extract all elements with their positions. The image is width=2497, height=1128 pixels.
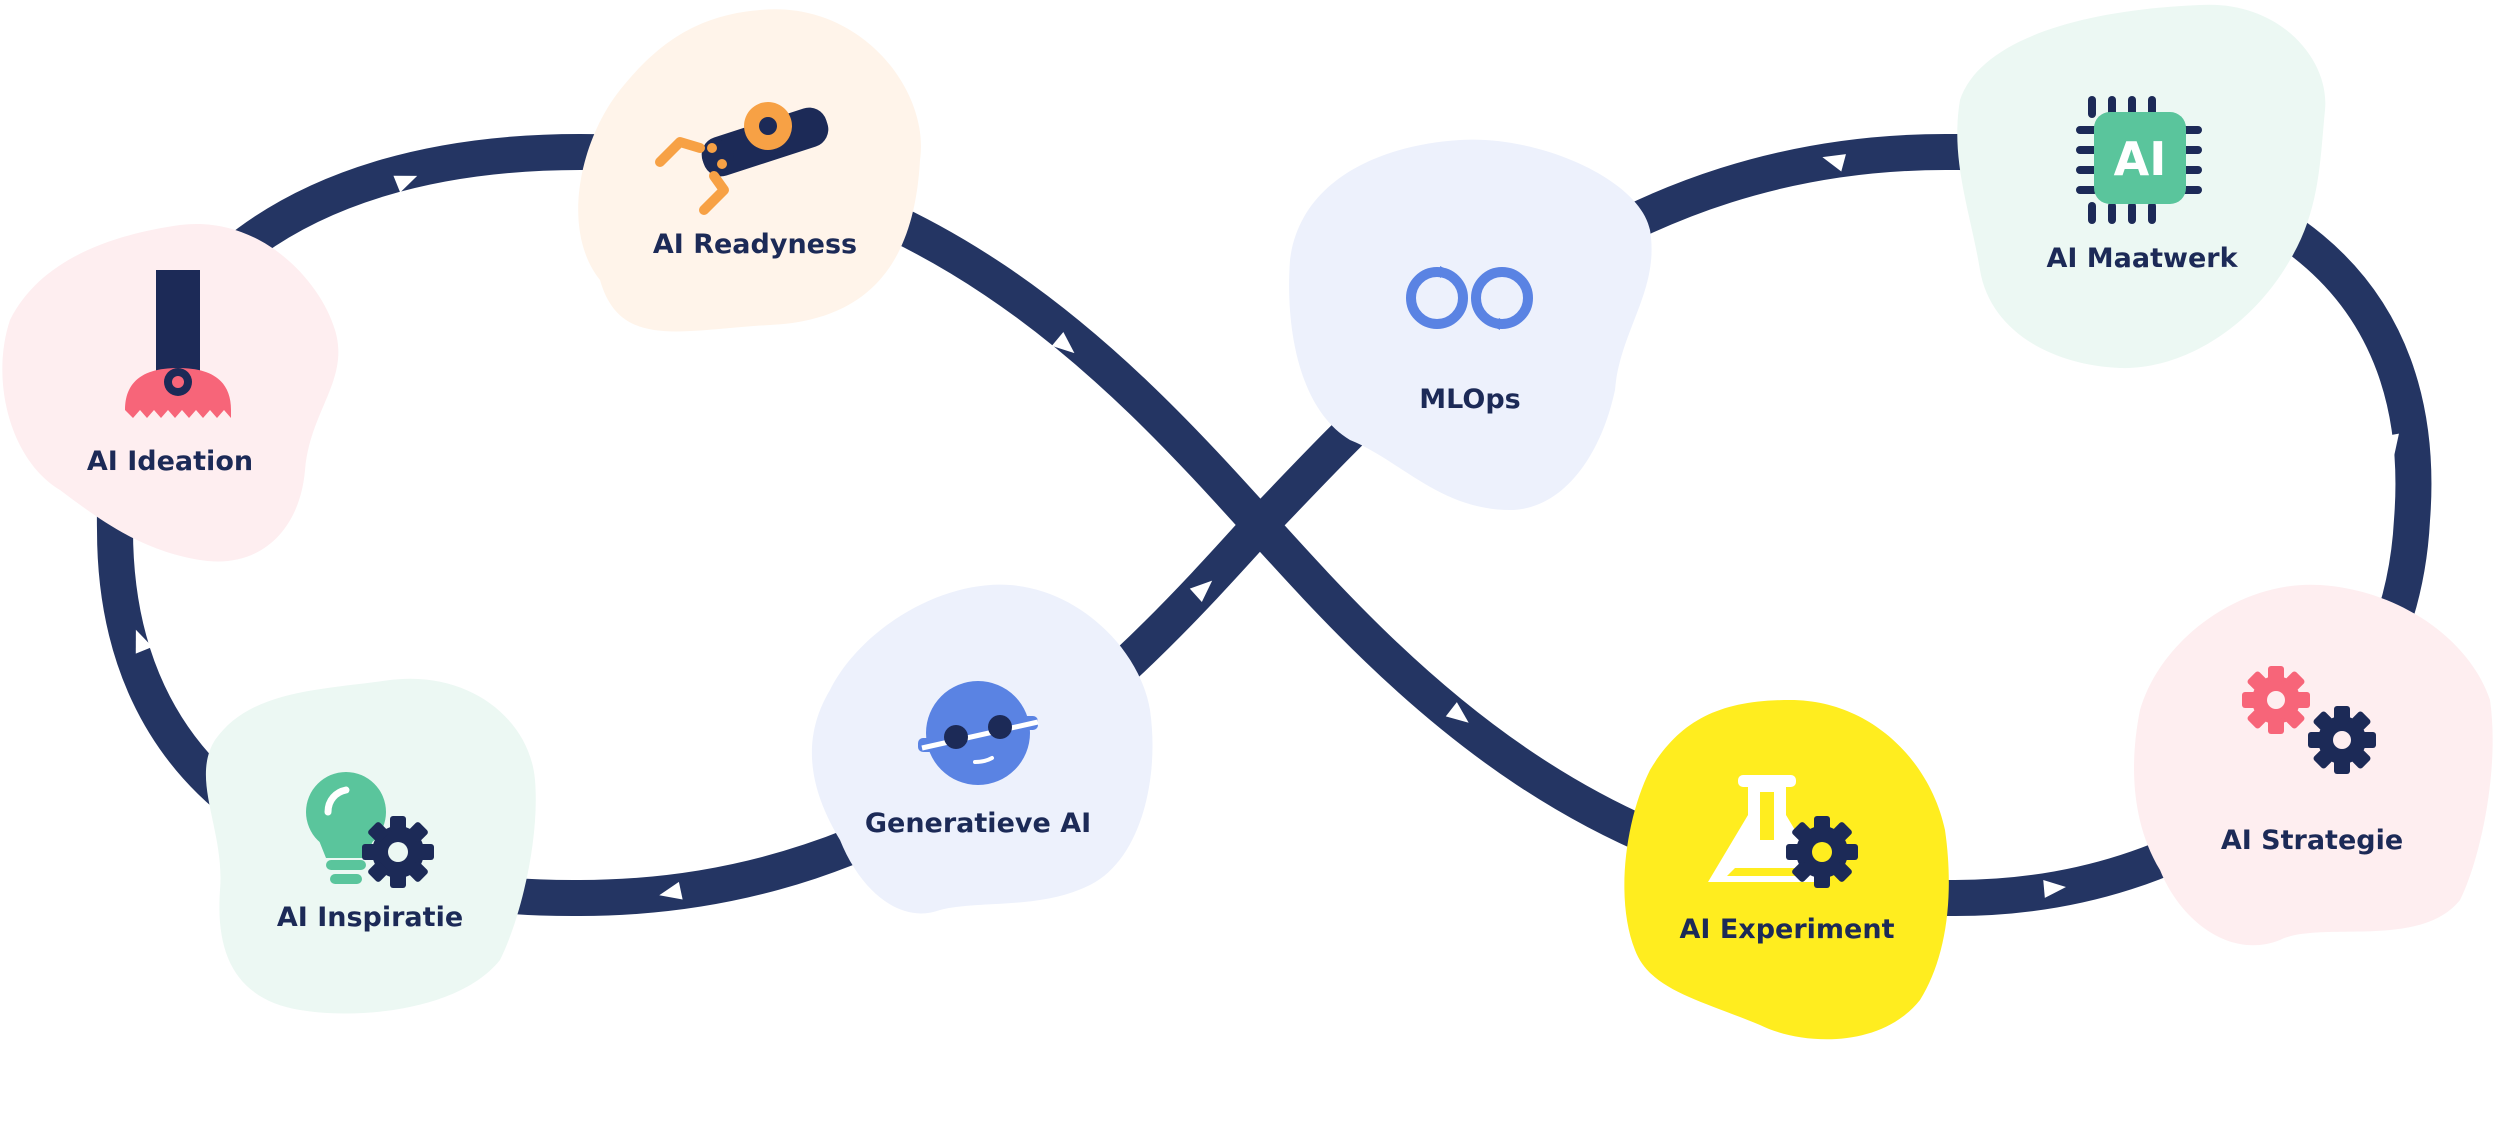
arrow-icon [2381,433,2399,457]
node-ai-experiment[interactable]: AI Experiment [1624,700,1949,1040]
node-generatieve-ai[interactable]: Generatieve AI [811,584,1153,914]
direction-arrows [135,154,2399,900]
node-label: Generatieve AI [865,808,1091,839]
node-ai-ideation[interactable]: AI Ideation [2,223,339,562]
arrow-icon [393,175,418,193]
node-ai-inspiratie[interactable]: AI Inspiratie [205,678,536,1014]
lightbulb-gear-icon [306,772,434,888]
blob-shape [2134,584,2493,946]
arrow-icon [1822,154,1846,172]
robot-arm-icon [655,102,829,215]
blob-shape [578,9,921,332]
node-label: MLOps [1419,384,1520,415]
arrow-icon [1051,332,1075,354]
arrow-icon [135,629,153,654]
node-label: AI Inspiratie [277,902,463,933]
node-label: AI Strategie [2221,825,2403,856]
arrow-icon [2043,879,2066,898]
node-ai-strategie[interactable]: AI Strategie [2134,584,2493,946]
arrow-icon [1445,702,1469,723]
node-label: AI Readyness [653,229,857,260]
ai-chip-icon: AI [2076,96,2202,224]
arrow-icon [659,881,683,900]
node-ai-readyness[interactable]: AI Readyness [578,9,921,332]
node-label: AI Maatwerk [2046,243,2238,274]
gears-icon [2242,666,2376,774]
node-label: AI Ideation [87,446,253,477]
brush-icon [125,270,231,418]
infinity-loop-icon [1406,266,1533,330]
node-label: AI Experiment [1680,914,1895,945]
node-ai-maatwerk[interactable]: AI AI Maatwerk [1957,4,2326,369]
flask-gear-icon [1708,775,1858,888]
node-mlops[interactable]: MLOps [1289,139,1652,510]
chip-text: AI [2114,132,2167,186]
arrow-icon [1189,580,1213,603]
ai-face-icon [918,681,1039,785]
blob-shape [1289,139,1652,510]
